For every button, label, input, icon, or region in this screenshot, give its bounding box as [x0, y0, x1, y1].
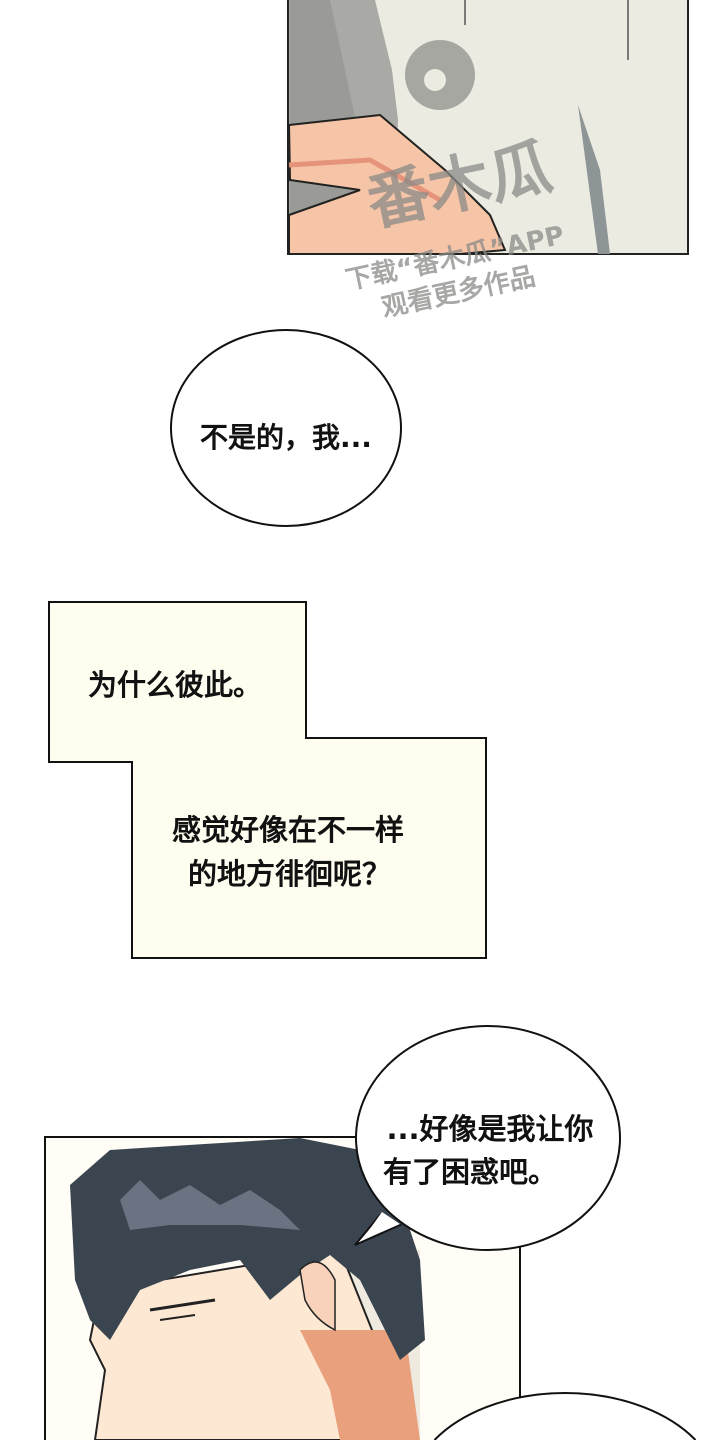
bubble-2-line-2: 有了困惑吧。	[383, 1155, 557, 1189]
caption-line-1: 为什么彼此。	[88, 668, 262, 702]
bubble-1-text: 不是的，我...	[200, 421, 372, 454]
caption-line-2: 感觉好像在不一样	[172, 813, 404, 847]
hand	[287, 113, 507, 255]
neck	[300, 1330, 420, 1440]
top-panel	[287, 0, 689, 255]
bottom-panel	[44, 1136, 521, 1440]
speech-bubble-2: ...好像是我让你 有了困惑吧。	[354, 1025, 621, 1251]
bubble-2-line-1: ...好像是我让你	[386, 1112, 593, 1146]
caption-line-3: 的地方徘徊呢？	[188, 857, 391, 891]
ear	[299, 1261, 336, 1332]
narration-caption: 为什么彼此。 感觉好像在不一样 的地方徘徊呢？	[48, 601, 487, 959]
hair	[70, 1138, 425, 1360]
speech-bubble-1: 不是的，我...	[170, 329, 402, 527]
speech-bubble-3-partial	[434, 1393, 696, 1440]
